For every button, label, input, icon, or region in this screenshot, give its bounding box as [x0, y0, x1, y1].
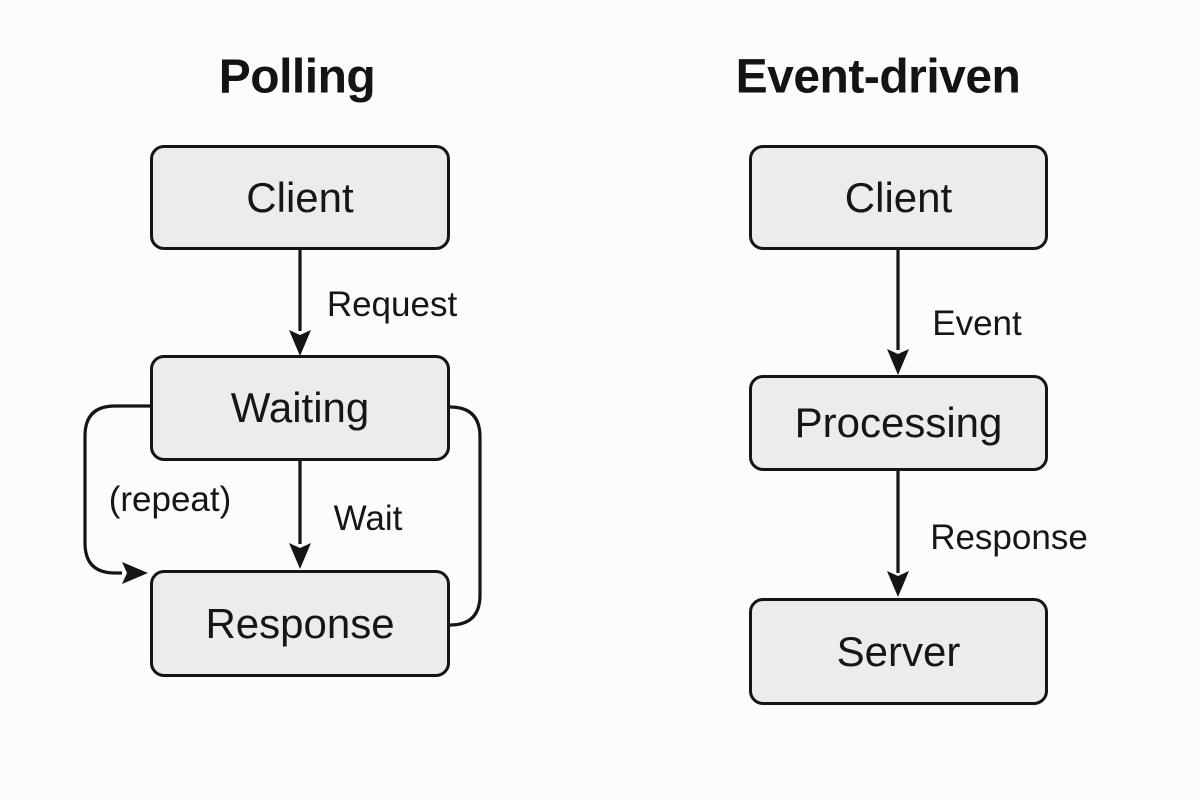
- edge-repeat-loop-line: [83, 404, 150, 575]
- arrowhead-event: [887, 349, 909, 375]
- polling-node-waiting: Waiting: [150, 355, 450, 461]
- event-node-server-label: Server: [836, 627, 961, 675]
- edge-label-response: Response: [930, 518, 1088, 557]
- edge-label-event: Event: [932, 304, 1022, 343]
- event-node-server: Server: [749, 598, 1048, 705]
- arrowhead-response: [887, 571, 909, 597]
- polling-node-waiting-label: Waiting: [230, 384, 370, 431]
- event-node-client: Client: [749, 145, 1048, 250]
- event-driven-title: Event-driven: [735, 50, 1021, 104]
- edge-label-request: Request: [326, 285, 458, 324]
- polling-node-response: Response: [150, 570, 450, 677]
- arrowhead-request: [289, 330, 311, 356]
- event-node-processing-label: Processing: [794, 399, 1003, 446]
- arrowhead-wait: [289, 543, 311, 569]
- edge-label-wait: Wait: [333, 499, 403, 538]
- polling-node-client: Client: [150, 145, 450, 250]
- event-node-processing: Processing: [749, 375, 1048, 471]
- edge-return-loop-line: [449, 405, 482, 627]
- edge-label-repeat: (repeat): [108, 480, 232, 519]
- polling-node-response-label: Response: [205, 599, 395, 647]
- event-node-client-label: Client: [844, 173, 953, 221]
- polling-title: Polling: [218, 50, 376, 104]
- arrowhead-repeat: [122, 562, 148, 584]
- polling-node-client-label: Client: [246, 173, 354, 221]
